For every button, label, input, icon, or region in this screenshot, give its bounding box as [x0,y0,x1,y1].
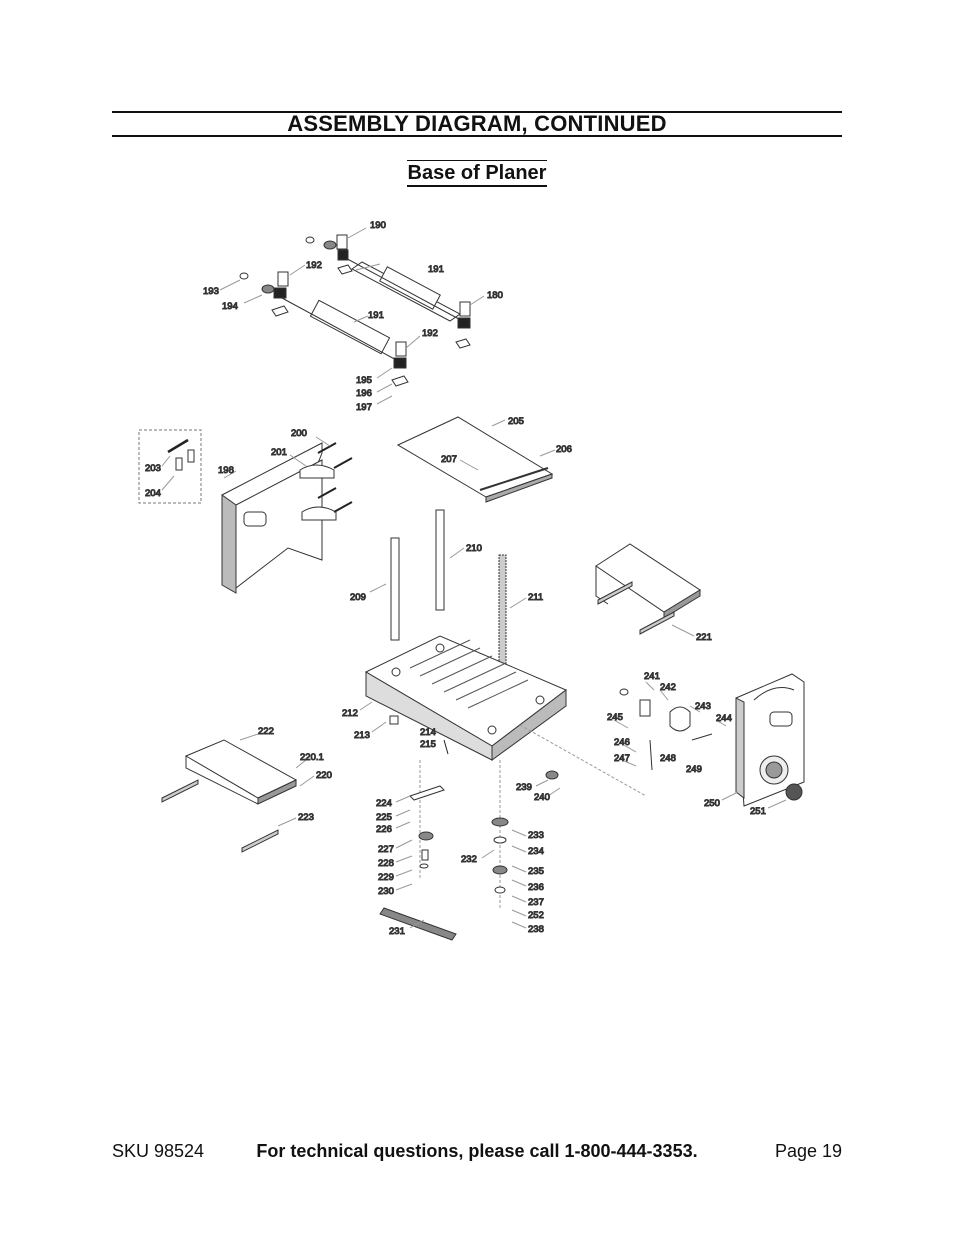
svg-text:241: 241 [644,671,660,682]
svg-text:238: 238 [528,924,544,935]
svg-text:206: 206 [556,444,572,455]
svg-text:248: 248 [660,753,676,764]
section-subtitle: Base of Planer [406,160,548,187]
subtitle-container: Base of Planer [0,160,954,187]
top-plate: 205 206 207 [396,416,572,503]
svg-text:209: 209 [350,592,366,603]
svg-text:204: 204 [145,488,161,499]
right-side-panel: 250 251 [704,673,805,818]
svg-text:235: 235 [528,866,544,877]
svg-text:193: 193 [203,286,219,297]
svg-text:192: 192 [306,260,322,271]
svg-text:227: 227 [378,844,394,855]
svg-text:180: 180 [487,290,503,301]
svg-text:243: 243 [695,701,711,712]
svg-text:205: 205 [508,416,524,427]
svg-text:207: 207 [441,454,457,465]
svg-text:236: 236 [528,882,544,893]
left-side-panel: 200 201 198 203 204 [138,428,353,594]
svg-text:250: 250 [704,798,720,809]
svg-text:198: 198 [218,465,234,476]
svg-text:191: 191 [368,310,384,321]
svg-text:233: 233 [528,830,544,841]
svg-text:203: 203 [145,463,161,474]
svg-text:220.1: 220.1 [300,752,324,763]
svg-text:245: 245 [607,712,623,723]
svg-text:211: 211 [528,592,543,603]
svg-text:232: 232 [461,854,477,865]
footer-technical-questions: For technical questions, please call 1-8… [256,1141,698,1161]
svg-text:230: 230 [378,886,394,897]
svg-text:190: 190 [370,220,386,231]
svg-text:229: 229 [378,872,394,883]
title-top-rule [112,111,842,113]
left-extension-table: 222 220.1 220 223 [161,726,332,853]
svg-text:212: 212 [342,708,358,719]
svg-text:226: 226 [376,824,392,835]
title-bottom-rule [112,135,842,137]
svg-text:221: 221 [696,632,712,643]
svg-text:214: 214 [420,727,436,738]
footer-sku: SKU 98524 [112,1141,205,1161]
svg-text:239: 239 [516,782,532,793]
svg-text:197: 197 [356,402,372,413]
svg-text:249: 249 [686,764,702,775]
svg-text:213: 213 [354,730,370,741]
svg-text:242: 242 [660,682,676,693]
svg-text:251: 251 [750,806,766,817]
svg-text:234: 234 [528,846,544,857]
svg-text:196: 196 [356,388,372,399]
svg-text:224: 224 [376,798,392,809]
svg-text:195: 195 [356,375,372,386]
svg-text:247: 247 [614,753,630,764]
svg-text:228: 228 [378,858,394,869]
svg-text:252: 252 [528,910,544,921]
svg-text:210: 210 [466,543,482,554]
svg-text:191: 191 [428,264,444,275]
svg-text:246: 246 [614,737,630,748]
right-extension-table: 221 [595,543,712,644]
svg-text:244: 244 [716,713,732,724]
svg-text:231: 231 [389,926,405,937]
svg-text:201: 201 [271,447,287,458]
columns: 209 210 211 [350,509,544,668]
svg-text:222: 222 [258,726,274,737]
svg-text:237: 237 [528,897,544,908]
svg-text:194: 194 [222,301,238,312]
svg-text:215: 215 [420,739,436,750]
page-title: ASSEMBLY DIAGRAM, CONTINUED [287,111,667,136]
svg-text:225: 225 [376,812,392,823]
svg-text:240: 240 [534,792,550,803]
svg-text:200: 200 [291,428,307,439]
svg-text:192: 192 [422,328,438,339]
svg-text:223: 223 [298,812,314,823]
svg-text:220: 220 [316,770,332,781]
footer-page-number: Page 19 [774,1141,842,1161]
